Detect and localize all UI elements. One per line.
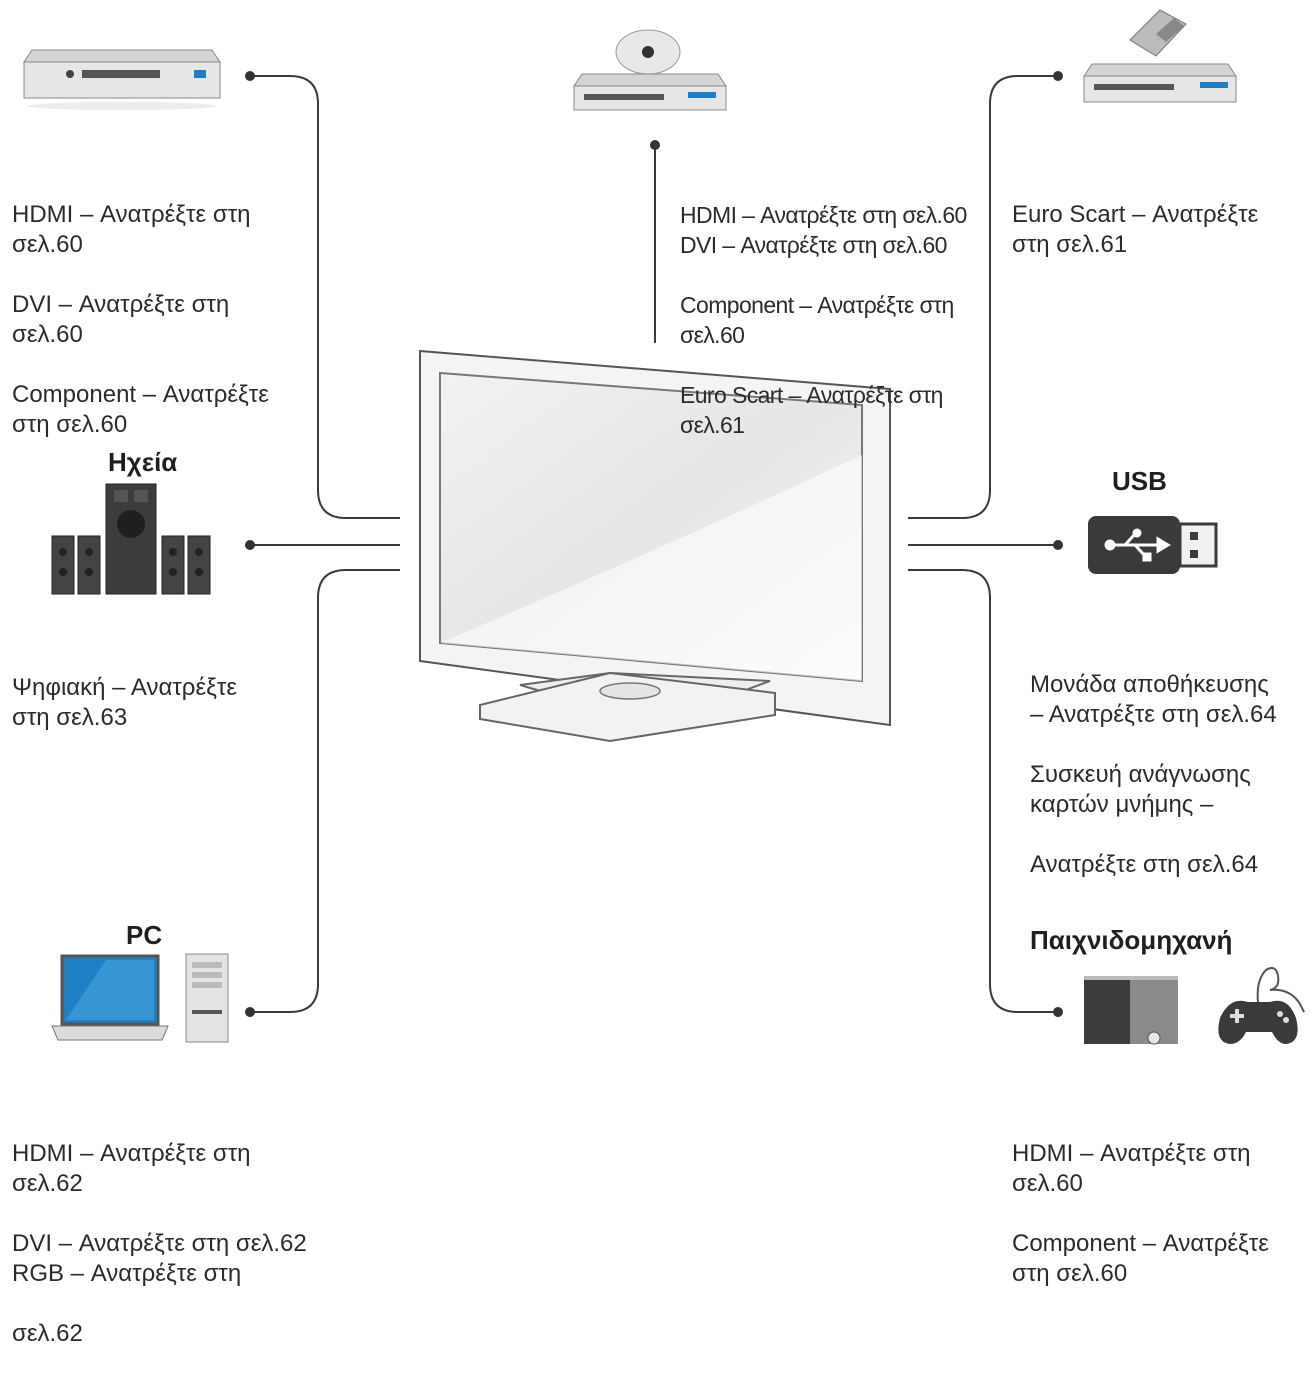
tv-icon <box>419 349 891 743</box>
usb-stick-icon <box>1088 516 1218 574</box>
speakers-label: Ηχεία <box>108 447 178 477</box>
wire-top-left <box>250 75 400 519</box>
wire-pc <box>250 569 400 1013</box>
connection-lines <box>245 71 1063 1017</box>
vcr-player-icon <box>1083 9 1237 103</box>
wire-top-right <box>908 75 1058 519</box>
console-label: Παιχνιδομηχανή <box>1030 925 1233 955</box>
game-console-icon <box>1084 967 1305 1045</box>
usb-label: USB <box>1112 466 1167 496</box>
dvd-player-icon <box>23 49 221 110</box>
disc-player-icon <box>573 29 727 111</box>
usb-text: Μονάδα αποθήκευσης– Ανατρέξτε στη σελ.64… <box>1030 671 1277 878</box>
speakers-icon <box>51 483 211 595</box>
wire-console <box>908 569 1058 1013</box>
pc-label: PC <box>126 920 163 950</box>
laptop-pc-icon <box>51 953 229 1043</box>
